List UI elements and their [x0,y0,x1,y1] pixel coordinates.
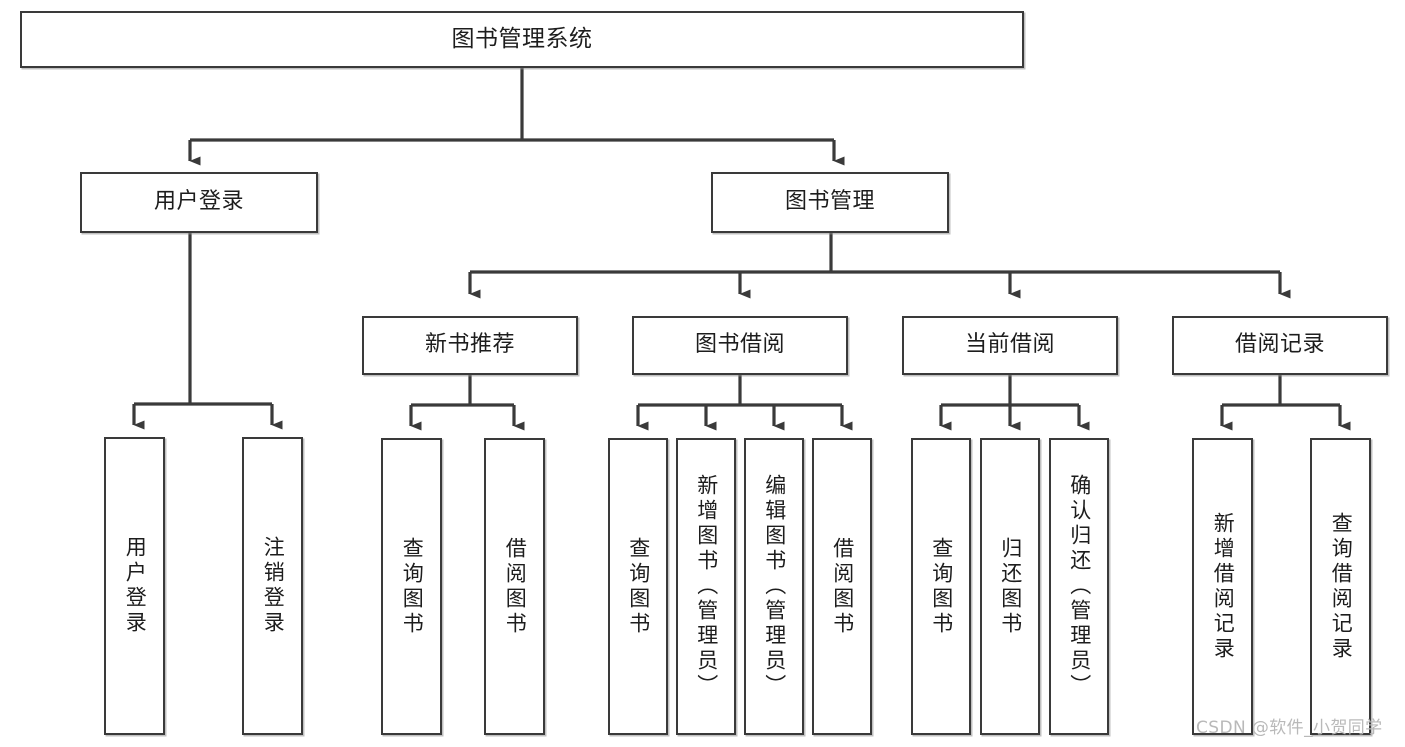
node-leaf-return-book[interactable]: 归还图书 [980,438,1040,735]
node-leaf-edit-book[interactable]: 编辑图书（管理员） [744,438,804,735]
node-leaf-return-book-label: 归还图书 [998,536,1023,637]
node-leaf-add-book[interactable]: 新增图书（管理员） [676,438,736,735]
node-book-borrow[interactable]: 图书借阅 [632,316,848,375]
node-book-borrow-label: 图书借阅 [694,332,785,358]
node-leaf-borrow-book-1-label: 借阅图书 [503,536,528,637]
node-leaf-query-book-1[interactable]: 查询图书 [381,438,442,735]
node-leaf-logout-login[interactable]: 注销登录 [242,437,303,735]
node-new-book-recommend-label: 新书推荐 [424,332,515,358]
node-leaf-add-book-label: 新增图书（管理员） [694,474,719,699]
node-new-book-recommend[interactable]: 新书推荐 [362,316,578,375]
node-leaf-user-login[interactable]: 用户登录 [104,437,165,735]
node-leaf-logout-login-label: 注销登录 [261,536,286,636]
node-leaf-confirm-return-label: 确认归还（管理员） [1067,474,1092,699]
node-current-borrow[interactable]: 当前借阅 [902,316,1118,375]
node-leaf-query-record-label: 查询借阅记录 [1329,511,1354,662]
node-leaf-borrow-book-2-label: 借阅图书 [830,536,855,637]
node-user-login[interactable]: 用户登录 [80,172,318,233]
node-root[interactable]: 图书管理系统 [20,11,1024,68]
node-leaf-query-book-1-label: 查询图书 [400,536,425,637]
node-current-borrow-label: 当前借阅 [964,332,1055,358]
node-user-login-label: 用户登录 [153,189,244,215]
node-borrow-record-label: 借阅记录 [1234,332,1325,358]
node-leaf-query-record[interactable]: 查询借阅记录 [1310,438,1371,735]
node-leaf-edit-book-label: 编辑图书（管理员） [762,474,787,699]
node-leaf-query-book-3[interactable]: 查询图书 [911,438,971,735]
node-leaf-borrow-book-1[interactable]: 借阅图书 [484,438,545,735]
node-leaf-add-record[interactable]: 新增借阅记录 [1192,438,1253,735]
node-leaf-query-book-2[interactable]: 查询图书 [608,438,668,735]
node-book-management-label: 图书管理 [784,189,875,215]
node-book-management[interactable]: 图书管理 [711,172,949,233]
node-borrow-record[interactable]: 借阅记录 [1172,316,1388,375]
node-leaf-borrow-book-2[interactable]: 借阅图书 [812,438,872,735]
node-leaf-add-record-label: 新增借阅记录 [1211,511,1236,662]
node-leaf-query-book-2-label: 查询图书 [626,536,651,637]
node-leaf-user-login-label: 用户登录 [123,536,148,636]
node-leaf-confirm-return[interactable]: 确认归还（管理员） [1049,438,1109,735]
node-root-label: 图书管理系统 [451,25,593,52]
node-leaf-query-book-3-label: 查询图书 [929,536,954,637]
